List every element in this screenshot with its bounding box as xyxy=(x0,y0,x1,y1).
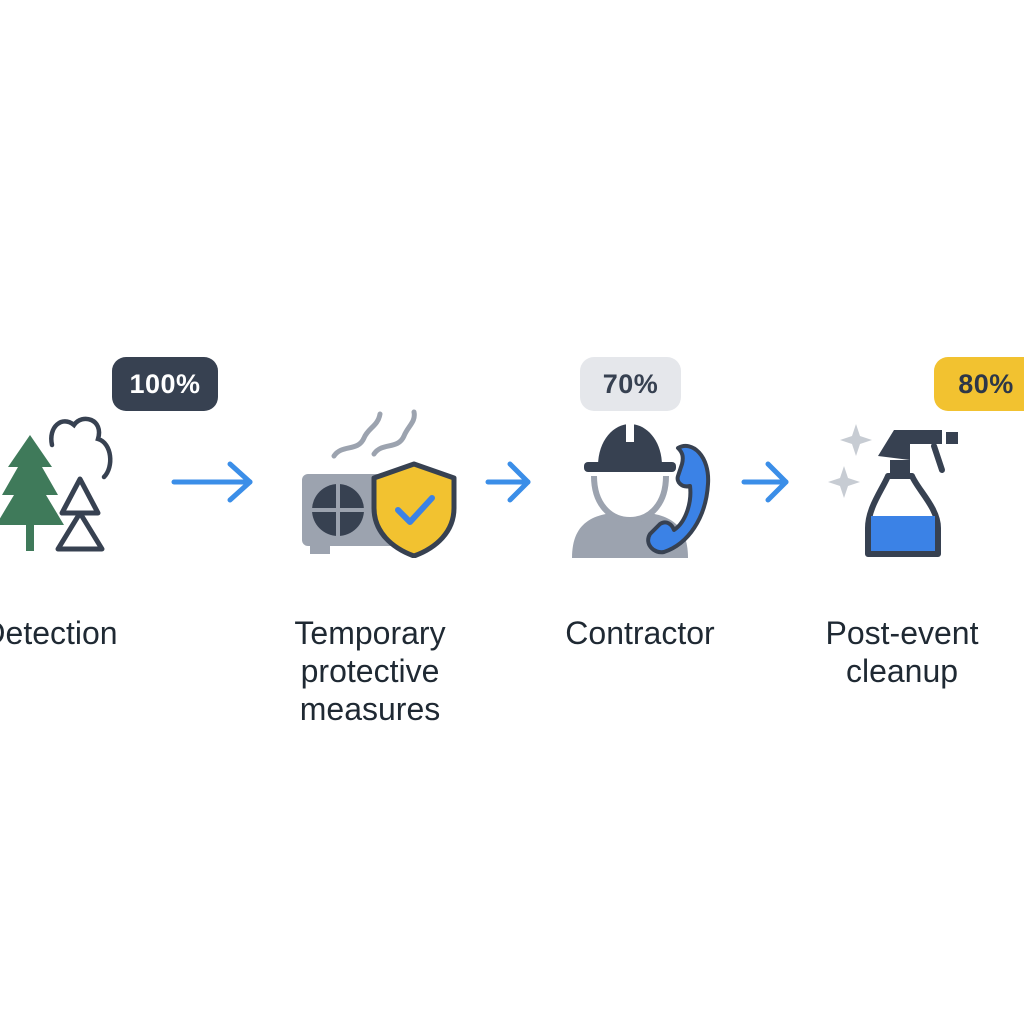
step-1-percentage-badge: 100% xyxy=(112,357,218,411)
step-3-label-line: Contractor xyxy=(565,615,715,651)
step-4-label-line: cleanup xyxy=(845,653,959,689)
step-4-label: Post-event cleanup xyxy=(782,614,1022,690)
step-1-label: Detection xyxy=(0,614,170,652)
forest-cloud-icon xyxy=(0,416,113,552)
step-2-label-line: protective xyxy=(300,653,440,689)
step-4-percentage-badge: 80% xyxy=(934,357,1024,411)
step-3-label: Contractor xyxy=(520,614,760,652)
step-4-label-line: Post-event xyxy=(825,615,979,651)
step-1-label-line: Detection xyxy=(0,615,118,651)
contractor-phone-icon xyxy=(572,422,711,558)
spray-bottle-icon xyxy=(828,424,958,557)
flow-arrow-1 xyxy=(171,461,253,503)
step-2-label-line: measures xyxy=(299,691,441,727)
flow-arrow-2 xyxy=(485,461,531,503)
step-3-percentage-badge: 70% xyxy=(580,357,681,411)
step-2-label: Temporary protective measures xyxy=(250,614,490,728)
step-2-label-line: Temporary xyxy=(294,615,446,651)
heater-shield-icon xyxy=(302,409,457,558)
flow-arrow-3 xyxy=(741,461,789,503)
